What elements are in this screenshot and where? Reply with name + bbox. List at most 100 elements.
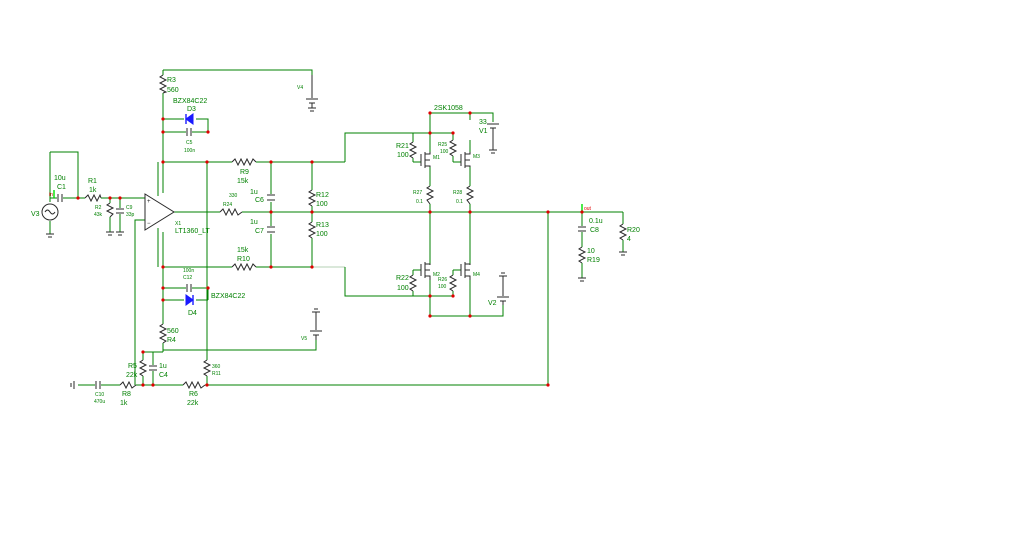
resistor-r1[interactable] [84, 193, 102, 203]
label-c4: C4 [159, 372, 168, 379]
capacitors [57, 128, 586, 389]
battery-v5[interactable] [310, 312, 322, 340]
ground-icon [499, 272, 507, 277]
label-v1: V1 [479, 128, 488, 135]
label-v2: V2 [488, 300, 497, 307]
label-c12: C12 [183, 275, 192, 281]
capacitor-c9[interactable] [116, 208, 124, 214]
label-r2: R2 [95, 205, 102, 211]
capacitor-c12[interactable] [186, 284, 192, 292]
resistor-r4[interactable] [158, 323, 168, 344]
label-r19-value: 10 [587, 248, 595, 255]
label-v1-value: 33 [479, 119, 487, 126]
label-c1: C1 [57, 184, 66, 191]
label-c5: C5 [186, 140, 193, 146]
label-d3: D3 [187, 106, 196, 113]
label-r21: R21 [396, 143, 409, 150]
label-c12-value: 100n [183, 268, 194, 274]
ground-icon [489, 149, 497, 154]
label-r26: R26 [438, 277, 447, 283]
mosfet-m1[interactable] [420, 152, 431, 168]
resistor-r13[interactable] [307, 221, 317, 239]
label-r28: R28 [453, 190, 462, 196]
capacitor-c6[interactable] [267, 194, 275, 201]
label-r9-value: 15k [237, 178, 249, 185]
ground-icon [308, 107, 316, 112]
label-r22: R22 [396, 275, 409, 282]
label-c8: C8 [590, 227, 599, 234]
wires [49, 69, 624, 386]
label-r13-value: 100 [316, 231, 328, 238]
resistor-r8[interactable] [119, 380, 137, 390]
capacitor-c8[interactable] [578, 226, 586, 232]
resistor-r21[interactable] [408, 141, 418, 159]
label-d4: D4 [188, 310, 197, 317]
junction-dots [76, 111, 584, 387]
label-r3: R3 [167, 77, 176, 84]
resistor-r10[interactable] [231, 262, 257, 272]
label-c6: C6 [255, 197, 264, 204]
label-r6-value: 22k [187, 400, 199, 407]
capacitor-c5[interactable] [186, 128, 192, 136]
label-c6-value: 1u [250, 189, 258, 196]
label-r4-value: 560 [167, 328, 179, 335]
label-r9: R9 [240, 169, 249, 176]
label-r10: R10 [237, 256, 250, 263]
label-r27-value: 0.1 [416, 199, 423, 205]
label-opamp-part: LT1360_LT [175, 228, 210, 235]
label-r4: R4 [167, 337, 176, 344]
label-r8: R8 [122, 391, 131, 398]
ground-icon [46, 233, 54, 238]
label-r1: R1 [88, 178, 97, 185]
label-r20-value: 4 [627, 236, 631, 243]
ground-icon [578, 277, 586, 282]
capacitor-c7[interactable] [267, 226, 275, 233]
ground-icon [106, 231, 114, 236]
label-c7: C7 [255, 228, 264, 235]
resistor-r6[interactable] [182, 380, 206, 390]
capacitor-c4[interactable] [149, 365, 157, 371]
label-c1-value: 10u [54, 175, 66, 182]
resistor-r20[interactable] [618, 223, 628, 241]
label-m3: M3 [473, 154, 480, 160]
label-v5: V5 [301, 336, 307, 342]
resistor-r24[interactable] [219, 207, 243, 217]
label-r12: R12 [316, 192, 329, 199]
label-r25-value: 100 [440, 149, 449, 155]
resistor-r28[interactable] [465, 185, 475, 205]
mosfet-m4[interactable] [460, 262, 471, 280]
capacitor-c10[interactable] [95, 381, 101, 389]
zener-diode-d3[interactable] [185, 113, 194, 125]
resistor-r26[interactable] [448, 274, 458, 292]
resistor-r9[interactable] [231, 157, 257, 167]
label-r28-value: 0.1 [456, 199, 463, 205]
label-v3: V3 [31, 211, 40, 218]
component-labels: R3 560 BZX84C22 D3 C5 100n V4 R9 15k 1u … [31, 77, 640, 407]
resistor-r3[interactable] [158, 74, 168, 94]
resistor-r22[interactable] [408, 274, 418, 292]
battery-v1[interactable] [487, 123, 499, 150]
mosfet-m2[interactable] [420, 262, 431, 280]
resistor-r27[interactable] [425, 185, 435, 205]
battery-v2[interactable] [497, 276, 509, 305]
label-node-in: in [49, 192, 53, 198]
resistor-r2[interactable] [105, 202, 115, 218]
opamp-x1[interactable]: + − [144, 193, 175, 231]
label-r24-value: 330 [229, 193, 238, 199]
label-r26-value: 100 [438, 284, 447, 290]
voltage-source-v3[interactable] [41, 203, 59, 221]
resistor-r25[interactable] [448, 139, 458, 157]
mosfet-m3[interactable] [460, 152, 471, 168]
resistor-r12[interactable] [307, 189, 317, 207]
zener-diode-d4[interactable] [185, 294, 194, 306]
resistor-r19[interactable] [577, 246, 587, 264]
label-m4: M4 [473, 272, 480, 278]
ground-icon [70, 381, 75, 389]
resistor-r5[interactable] [138, 359, 148, 377]
ground-symbols [46, 107, 627, 389]
battery-v4[interactable] [306, 75, 318, 108]
capacitor-c1[interactable] [57, 194, 63, 202]
resistor-r11[interactable] [202, 359, 212, 377]
label-r11: R11 [212, 371, 221, 377]
ground-icon [619, 251, 627, 256]
